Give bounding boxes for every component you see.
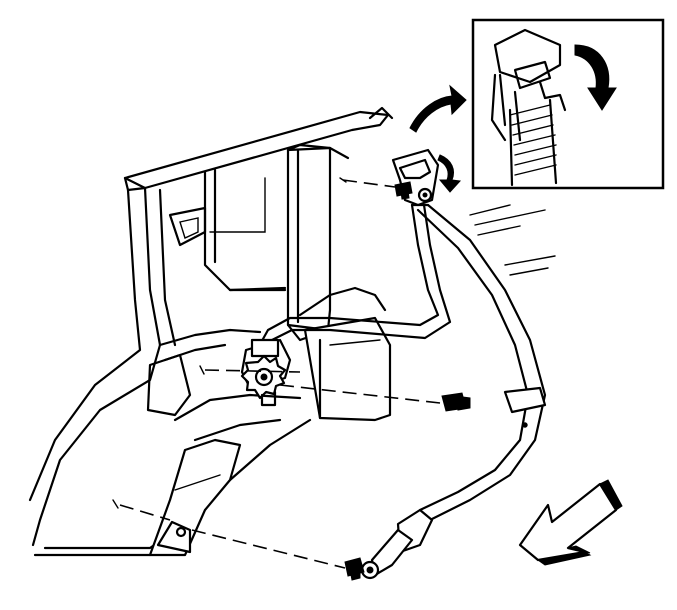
rotation-arrow-icon [574, 44, 617, 111]
rotation-arrow-icon [437, 154, 462, 193]
alignment-lines [112, 177, 441, 569]
retractor [240, 338, 292, 407]
rotation-arrow-icon [409, 84, 467, 133]
glass-strokes [469, 204, 556, 276]
retractor-bolt [441, 392, 471, 412]
forward-direction-arrow-icon [518, 479, 623, 566]
guide-bolt [394, 181, 413, 200]
quarter-trim-panel [28, 106, 394, 557]
shoulder-belt-guide [391, 148, 440, 207]
seat-belt-webbing [256, 203, 547, 580]
center-pillar-trim [228, 143, 392, 422]
lower-anchor-bolt [344, 557, 365, 581]
detail-inset-clip [493, 28, 562, 84]
detail-inset [471, 18, 665, 190]
